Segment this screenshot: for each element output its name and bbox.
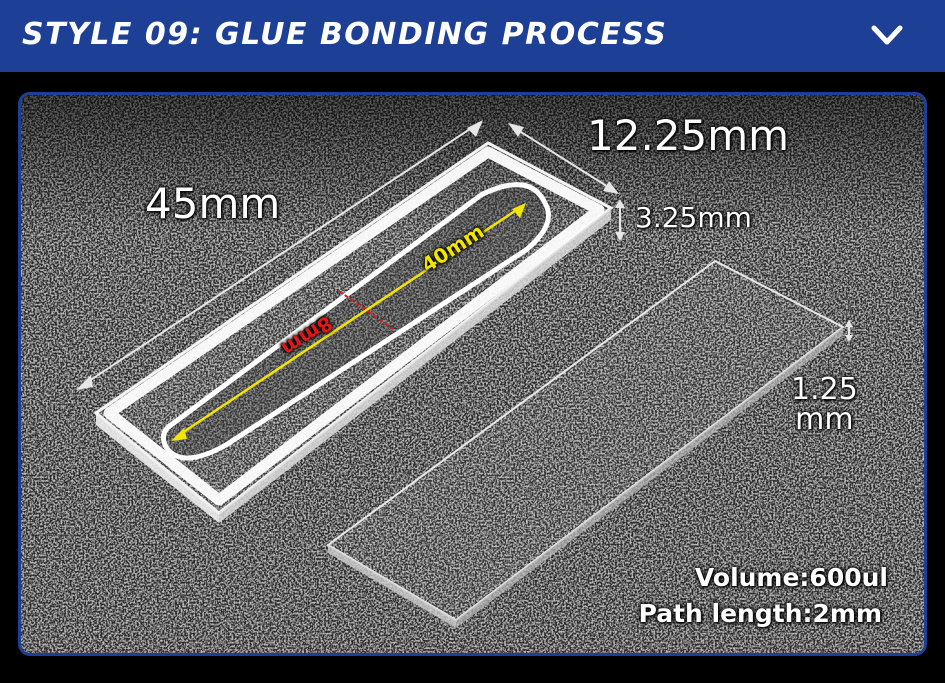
height-marker [615,199,625,241]
outer-width-arrow [508,123,619,194]
cover-slide [326,259,845,628]
outer-width-label: 12.25mm [587,111,790,160]
outer-length-arrow [76,120,483,390]
section-header[interactable]: STYLE 09: GLUE BONDING PROCESS [0,0,945,72]
height-label: 3.25mm [635,201,752,234]
cover-thickness-label: 1.25 mm [791,375,858,435]
path-length-spec: Path length:2mm [638,599,882,628]
cover-thickness-marker [845,320,853,342]
volume-spec: Volume:600ul [694,563,888,592]
chevron-down-icon[interactable] [870,22,904,50]
cuvette-body [93,141,614,523]
cuvette-illustration [21,95,924,653]
inner-length-arrow [171,203,526,441]
cover-thickness-unit: mm [795,402,854,437]
outer-length-label: 45mm [145,179,281,228]
cover-thickness-value: 1.25 [791,372,858,407]
section-title: STYLE 09: GLUE BONDING PROCESS [22,17,668,52]
product-photo: 45mm 12.25mm 3.25mm 40mm 8mm 1.25 mm Vol… [18,92,927,656]
